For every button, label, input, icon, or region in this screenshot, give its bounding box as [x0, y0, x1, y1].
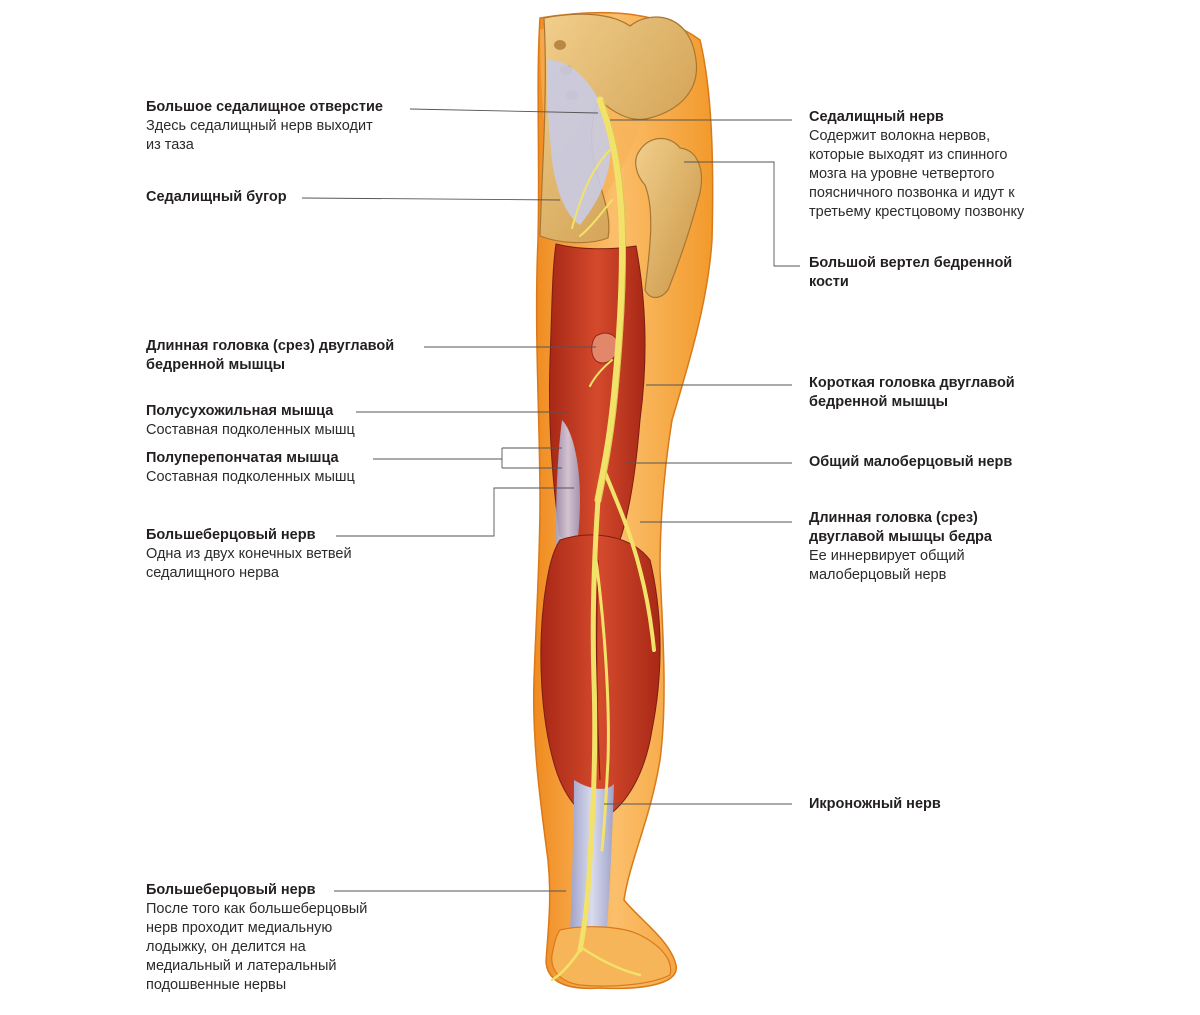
label-title: Короткая головка двуглавой бедренной мыш…	[809, 375, 1015, 410]
label-title: Икроножный нерв	[809, 796, 941, 812]
nerve-network	[550, 96, 656, 982]
label-title: Полусухожильная мышца	[146, 403, 334, 419]
label-title: Длинная головка (срез) двуглавой мышцы б…	[809, 510, 992, 545]
label-desc: Одна из двух конечных ветвей седалищного…	[146, 546, 352, 581]
leader-lines	[301, 108, 800, 892]
label-semimembranosus: Полуперепончатая мышца Составная подколе…	[146, 449, 355, 487]
label-sciatic-nerve: Седалищный нерв Содержит волокна нервов,…	[809, 108, 1024, 222]
label-desc: После того как большеберцовый нерв прохо…	[146, 901, 368, 993]
label-sciatic-foramen: Большое седалищное отверстие Здесь седал…	[146, 98, 383, 155]
label-desc: Содержит волокна нервов, которые выходят…	[809, 128, 1025, 220]
label-biceps-long-head-cut: Длинная головка (срез) двуглавой бедренн…	[146, 337, 394, 375]
label-title: Большеберцовый нерв	[146, 882, 316, 898]
label-title: Большое седалищное отверстие	[146, 99, 383, 115]
label-common-peroneal-nerve: Общий малоберцовый нерв	[809, 453, 1012, 472]
label-semitendinosus: Полусухожильная мышца Составная подколен…	[146, 402, 355, 440]
femur-bone	[635, 137, 702, 299]
label-title: Седалищный бугор	[146, 189, 287, 205]
label-ischial-tuberosity: Седалищный бугор	[146, 188, 287, 207]
label-desc: Здесь седалищный нерв выходит из таза	[146, 118, 373, 153]
label-title: Большеберцовый нерв	[146, 527, 316, 543]
label-tibial-nerve-upper: Большеберцовый нерв Одна из двух конечны…	[146, 526, 352, 583]
label-desc: Ее иннервирует общий малоберцовый нерв	[809, 548, 965, 583]
label-biceps-short-head: Короткая головка двуглавой бедренной мыш…	[809, 374, 1015, 412]
label-sural-nerve: Икроножный нерв	[809, 795, 941, 814]
label-title: Седалищный нерв	[809, 109, 944, 125]
label-biceps-long-head-thigh: Длинная головка (срез) двуглавой мышцы б…	[809, 509, 992, 585]
label-greater-trochanter: Большой вертел бедренной кости	[809, 254, 1012, 292]
label-desc: Составная подколенных мышц	[146, 422, 355, 438]
label-title: Большой вертел бедренной кости	[809, 255, 1013, 290]
nerve-outline	[600, 99, 626, 501]
label-title: Общий малоберцовый нерв	[809, 454, 1013, 470]
sacrotuberous-ligament	[547, 60, 611, 225]
label-desc: Составная подколенных мышц	[146, 469, 355, 485]
label-tibial-nerve-lower: Большеберцовый нерв После того как больш…	[146, 881, 367, 995]
label-title: Полуперепончатая мышца	[146, 450, 339, 466]
label-title: Длинная головка (срез) двуглавой бедренн…	[146, 338, 395, 373]
